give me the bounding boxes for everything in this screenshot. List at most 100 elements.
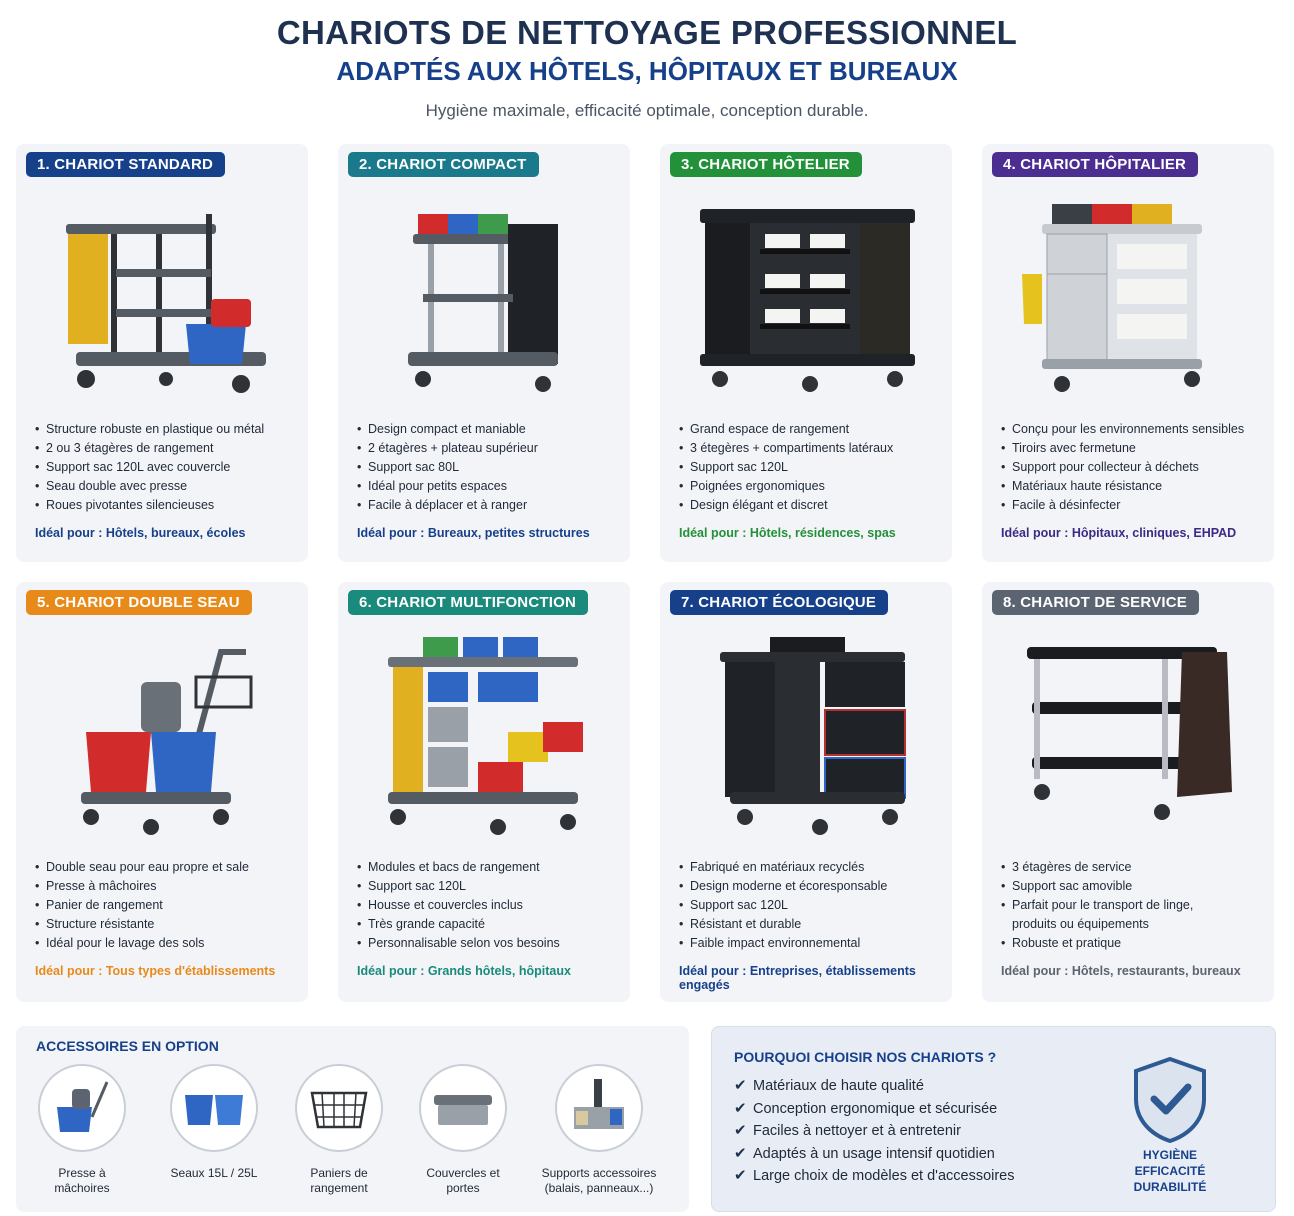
feature-item: 2 étagères + plateau supérieur	[357, 439, 538, 458]
accessory-buckets[interactable]: Seaux 15L / 25L	[149, 1064, 279, 1181]
cart-double-seau-image	[46, 632, 278, 847]
check-icon: ✔	[734, 1167, 747, 1184]
feature-item: 3 étagères de service	[1001, 858, 1201, 877]
why-item: ✔Large choix de modèles et d'accessoires	[734, 1165, 1015, 1188]
feature-item: Support pour collecteur à déchets	[1001, 458, 1244, 477]
why-item: ✔Conception ergonomique et sécurisée	[734, 1098, 1015, 1121]
card-title: 8. CHARIOT DE SERVICE	[992, 590, 1199, 615]
feature-list: Double seau pour eau propre et sale Pres…	[35, 858, 249, 953]
feature-item: Grand espace de rangement	[679, 420, 893, 439]
feature-item: Panier de rangement	[35, 896, 249, 915]
basket-icon	[295, 1064, 383, 1152]
accessories-title: ACCESSOIRES EN OPTION	[36, 1038, 219, 1054]
card-multifonction[interactable]: 6. CHARIOT MULTIFONCTION	[338, 582, 630, 1002]
accessory-holder[interactable]: Supports accessoires(balais, panneaux...…	[534, 1064, 664, 1196]
buckets-icon	[170, 1064, 258, 1152]
ideal-for: Idéal pour : Hôpitaux, cliniques, EHPAD	[1001, 526, 1237, 540]
page-title: CHARIOTS DE NETTOYAGE PROFESSIONNEL	[276, 14, 1018, 51]
wringer-icon	[38, 1064, 126, 1152]
ideal-for: Idéal pour : Tous types d'établissements	[35, 964, 276, 978]
cart-compact-image	[368, 194, 600, 409]
feature-item: Support sac 120L	[357, 877, 560, 896]
cart-hopitalier-image	[1012, 194, 1244, 409]
shield-check-icon	[1130, 1055, 1210, 1144]
feature-item: Parfait pour le transport de linge, prod…	[1001, 896, 1201, 934]
cart-ecologique-image	[690, 632, 922, 847]
feature-list: Conçu pour les environnements sensibles …	[1001, 420, 1244, 515]
card-title: 1. CHARIOT STANDARD	[26, 152, 226, 177]
page-subtitle: ADAPTÉS AUX HÔTELS, HÔPITAUX ET BUREAUX	[336, 56, 958, 86]
accessory-label: Seaux 15L / 25L	[170, 1166, 258, 1180]
feature-item: Matériaux haute résistance	[1001, 477, 1244, 496]
feature-item: Support sac 120L	[679, 458, 893, 477]
ideal-for: Idéal pour : Hôtels, restaurants, bureau…	[1001, 964, 1241, 978]
feature-item: Poignées ergonomiques	[679, 477, 893, 496]
holder-icon	[555, 1064, 643, 1152]
value-durabilite: DURABILITÉ	[1133, 1180, 1207, 1194]
feature-list: Design compact et maniable 2 étagères + …	[357, 420, 538, 515]
card-title: 3. CHARIOT HÔTELIER	[670, 152, 862, 177]
feature-list: Fabriqué en matériaux recyclés Design mo…	[679, 858, 887, 953]
cart-service-image	[1012, 632, 1244, 847]
feature-item: Presse à mâchoires	[35, 877, 249, 896]
why-item: ✔Adaptés à un usage intensif quotidien	[734, 1143, 1015, 1166]
feature-item: Personnalisable selon vos besoins	[357, 934, 560, 953]
feature-item: Structure robuste en plastique ou métal	[35, 420, 264, 439]
feature-item: Idéal pour petits espaces	[357, 477, 538, 496]
feature-list: Modules et bacs de rangement Support sac…	[357, 858, 560, 953]
ideal-for: Idéal pour : Entreprises, établissements…	[679, 964, 916, 992]
card-standard[interactable]: 1. CHARIOT STANDARD Structure robuste en…	[16, 144, 308, 562]
feature-item: Design moderne et écoresponsable	[679, 877, 887, 896]
value-hygiene: HYGIÈNE	[1142, 1148, 1197, 1162]
card-hotelier[interactable]: 3. CHARIOT HÔTELIER	[660, 144, 952, 562]
feature-item: Design compact et maniable	[357, 420, 538, 439]
why-item: ✔Faciles à nettoyer et à entretenir	[734, 1120, 1015, 1143]
check-icon: ✔	[734, 1077, 747, 1094]
feature-item: Idéal pour le lavage des sols	[35, 934, 249, 953]
card-hopitalier[interactable]: 4. CHARIOT HÔPITALIER Conçu pour les en	[982, 144, 1274, 562]
lid-icon	[419, 1064, 507, 1152]
feature-item: Support sac 80L	[357, 458, 538, 477]
feature-item: Housse et couvercles inclus	[357, 896, 560, 915]
card-ecologique[interactable]: 7. CHARIOT ÉCOLOGIQUE Fabriqué en matéri…	[660, 582, 952, 1002]
feature-item: Seau double avec presse	[35, 477, 264, 496]
feature-item: Résistant et durable	[679, 915, 887, 934]
feature-item: Conçu pour les environnements sensibles	[1001, 420, 1244, 439]
feature-item: Double seau pour eau propre et sale	[35, 858, 249, 877]
check-icon: ✔	[734, 1122, 747, 1139]
feature-item: Design élégant et discret	[679, 496, 893, 515]
feature-list: 3 étagères de service Support sac amovib…	[1001, 858, 1201, 953]
card-compact[interactable]: 2. CHARIOT COMPACT Design compact et man…	[338, 144, 630, 562]
check-icon: ✔	[734, 1144, 747, 1162]
cart-multifonction-image	[368, 632, 600, 847]
card-service[interactable]: 8. CHARIOT DE SERVICE 3 étagères de serv…	[982, 582, 1274, 1002]
product-grid: 1. CHARIOT STANDARD Structure robuste en…	[16, 144, 1276, 1002]
value-efficacite: EFFICACITÉ	[1134, 1164, 1206, 1178]
feature-item: 2 ou 3 étagères de rangement	[35, 439, 264, 458]
feature-item: Support sac amovible	[1001, 877, 1201, 896]
feature-item: Facile à désinfecter	[1001, 496, 1244, 515]
page-header: CHARIOTS DE NETTOYAGE PROFESSIONNEL ADAP…	[0, 14, 1294, 121]
feature-list: Grand espace de rangement 3 étegères + c…	[679, 420, 893, 515]
feature-item: Roues pivotantes silencieuses	[35, 496, 264, 515]
feature-list: Structure robuste en plastique ou métal …	[35, 420, 264, 515]
page-tagline: Hygiène maximale, efficacité optimale, c…	[425, 101, 869, 120]
feature-item: Modules et bacs de rangement	[357, 858, 560, 877]
value-labels: HYGIÈNE EFFICACITÉ DURABILITÉ	[1110, 1147, 1230, 1195]
card-title: 5. CHARIOT DOUBLE SEAU	[26, 590, 252, 615]
ideal-for: Idéal pour : Hôtels, bureaux, écoles	[35, 526, 246, 540]
why-choose-panel: POURQUOI CHOISIR NOS CHARIOTS ? ✔Matéria…	[711, 1026, 1276, 1212]
card-title: 2. CHARIOT COMPACT	[348, 152, 539, 177]
feature-item: Tiroirs avec fermetune	[1001, 439, 1244, 458]
feature-item: Très grande capacité	[357, 915, 560, 934]
check-icon: ✔	[734, 1099, 747, 1117]
feature-item: Structure résistante	[35, 915, 249, 934]
ideal-for: Idéal pour : Bureaux, petites structures	[357, 526, 590, 540]
card-double-seau[interactable]: 5. CHARIOT DOUBLE SEAU Double seau pour …	[16, 582, 308, 1002]
